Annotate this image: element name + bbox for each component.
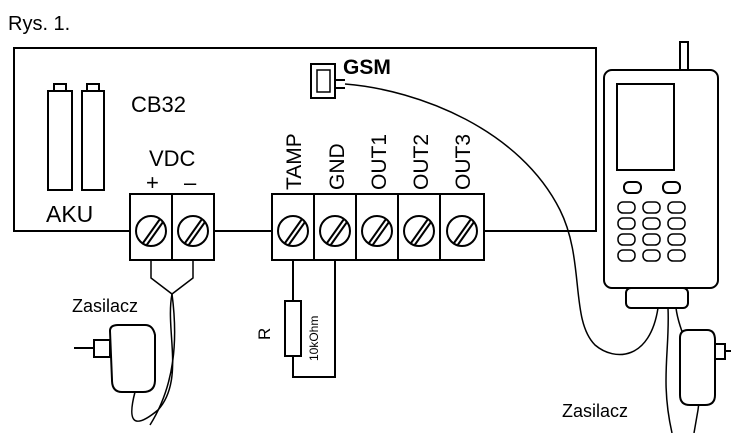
right-power-cable-2 [665, 307, 673, 433]
resistor-label: R [255, 328, 274, 340]
vdc-plus-label: + [146, 170, 159, 195]
right-power-adapter-icon [679, 329, 731, 406]
gsm-connector-icon [310, 63, 345, 99]
gsm-cable [344, 83, 659, 356]
vdc-minus-label: – [184, 170, 197, 195]
gsm-label: GSM [343, 56, 391, 79]
screw-out1 [361, 215, 393, 247]
battery-icon [47, 83, 105, 191]
screw-out3 [446, 215, 478, 247]
vdc-label: VDC [149, 146, 196, 171]
terminal-label-tamp: TAMP [283, 133, 306, 190]
device-name: CB32 [131, 92, 186, 117]
screw-gnd [319, 215, 351, 247]
battery-label: AKU [46, 201, 93, 227]
screw-vdc-minus [177, 215, 209, 247]
left-power-cable [131, 260, 194, 426]
vdc-terminal-block [129, 193, 215, 261]
terminal-label-out1: OUT1 [368, 134, 391, 190]
terminal-label-gnd: GND [326, 143, 349, 190]
screw-tamp [277, 215, 309, 247]
terminal-label-out3: OUT3 [452, 134, 475, 190]
mobile-phone-icon [603, 41, 719, 309]
terminal-label-out2: OUT2 [410, 134, 433, 190]
screw-out2 [403, 215, 435, 247]
device-enclosure [13, 47, 597, 232]
resistor-symbol [284, 300, 302, 357]
resistor-value: 10kOhm [307, 316, 321, 361]
right-power-supply-label: Zasilacz [562, 401, 628, 421]
power-adapter-icon [74, 324, 156, 393]
left-power-supply-label: Zasilacz [72, 296, 138, 316]
screw-vdc-plus [135, 215, 167, 247]
output-terminal-block [271, 193, 485, 261]
figure-caption: Rys. 1. [8, 13, 70, 35]
